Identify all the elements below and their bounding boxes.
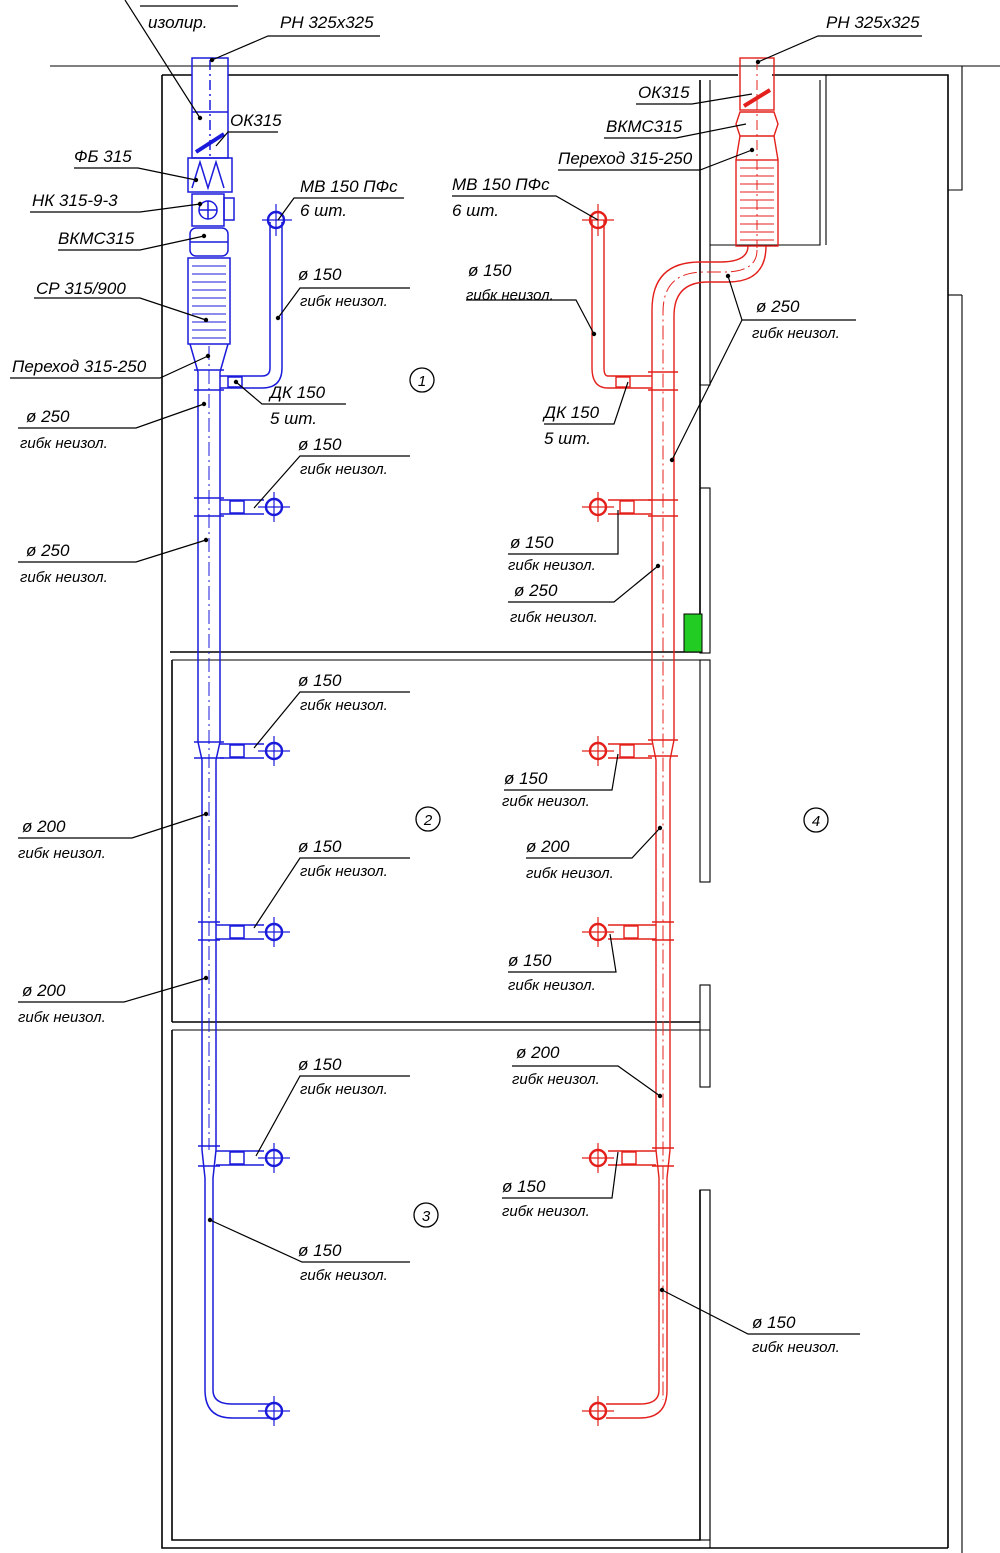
label-mv-left-qty: 6 шт. [300, 201, 347, 220]
label-perehod-left: Переход 315-250 [12, 357, 147, 376]
label-dk-left: ДК 150 [268, 383, 326, 402]
label-ok-left: ОК315 [230, 111, 282, 130]
label-d150-r4: ø 150 [508, 951, 552, 970]
label-gibk-r8: гибк неизол. [512, 1071, 600, 1088]
label-gibk-r1: гибк неизол. [466, 287, 554, 304]
label-d200-r2: ø 200 [516, 1043, 560, 1062]
label-d150-r2: ø 150 [510, 533, 554, 552]
label-gibk-r2: гибк неизол. [752, 325, 840, 342]
label-d200-r1: ø 200 [526, 837, 570, 856]
label-d150-e: ø 150 [298, 1055, 342, 1074]
label-rn-right: РН 325х325 [826, 13, 920, 32]
label-gibk-r9: гибк неизол. [502, 1203, 590, 1220]
label-d150-r3: ø 150 [504, 769, 548, 788]
room-2-marker: 2 [415, 806, 441, 832]
label-izolir: изолир. [148, 13, 207, 32]
label-gibk-h: гибк неизол. [300, 863, 388, 880]
label-rn-left: РН 325х325 [280, 13, 374, 32]
label-d250-r2: ø 250 [514, 581, 558, 600]
label-fb: ФБ 315 [74, 147, 132, 166]
room-4-marker: 4 [803, 807, 829, 833]
label-d150-r6: ø 150 [752, 1313, 796, 1332]
label-d250-r1: ø 250 [756, 297, 800, 316]
label-gibk-r7: гибк неизол. [508, 977, 596, 994]
label-vkmc-right: ВКМС315 [606, 117, 683, 136]
label-gibk-r6: гибк неизол. [526, 865, 614, 882]
label-gibk-j: гибк неизол. [300, 1267, 388, 1284]
leader-lines [10, 0, 922, 1335]
svg-text:4: 4 [812, 813, 820, 830]
exhaust-system [582, 57, 779, 1426]
room-3-marker: 3 [413, 1202, 439, 1228]
label-vkmc-left: ВКМС315 [58, 229, 135, 248]
label-gibk-a: гибк неизол. [20, 435, 108, 452]
room-1-marker: 1 [409, 367, 435, 393]
label-d150-c: ø 150 [298, 671, 342, 690]
label-gibk-g: гибк неизол. [300, 697, 388, 714]
label-gibk-d: гибк неизол. [18, 1009, 106, 1026]
label-gibk-r4: гибк неизол. [510, 609, 598, 626]
label-gibk-f: гибк неизол. [300, 461, 388, 478]
label-gibk-e: гибк неизол. [300, 293, 388, 310]
supply-system [187, 57, 292, 1426]
label-gibk-r3: гибк неизол. [508, 557, 596, 574]
label-d200-b: ø 200 [22, 981, 66, 1000]
svg-text:1: 1 [418, 373, 426, 390]
green-marker [683, 613, 703, 653]
label-nk: НК 315-9-3 [32, 191, 118, 210]
room-markers: 1 2 3 4 [409, 367, 829, 1228]
label-gibk-b: гибк неизол. [20, 569, 108, 586]
label-gibk-c: гибк неизол. [18, 845, 106, 862]
svg-text:2: 2 [423, 812, 433, 829]
walls [50, 65, 1000, 1553]
label-sr: СР 315/900 [36, 279, 126, 298]
label-dk-left-qty: 5 шт. [270, 409, 317, 428]
label-d200-a: ø 200 [22, 817, 66, 836]
label-mv-right-qty: 6 шт. [452, 201, 499, 220]
label-gibk-r5: гибк неизол. [502, 793, 590, 810]
label-dk-right-qty: 5 шт. [544, 429, 591, 448]
label-d150-d: ø 150 [298, 837, 342, 856]
label-gibk-r10: гибк неизол. [752, 1339, 840, 1356]
label-d150-r1: ø 150 [468, 261, 512, 280]
label-mv-left: МВ 150 ПФс [300, 177, 398, 196]
svg-text:3: 3 [422, 1208, 431, 1225]
label-d250-b: ø 250 [26, 541, 70, 560]
label-ok-right: ОК315 [638, 83, 690, 102]
label-d150-r5: ø 150 [502, 1177, 546, 1196]
label-mv-right: МВ 150 ПФс [452, 175, 550, 194]
label-d150-f: ø 150 [298, 1241, 342, 1260]
label-dk-right: ДК 150 [542, 403, 600, 422]
label-perehod-right: Переход 315-250 [558, 149, 693, 168]
label-d250-a: ø 250 [26, 407, 70, 426]
label-gibk-i: гибк неизол. [300, 1081, 388, 1098]
labels: изолир. РН 325х325 ОК315 ФБ 315 НК 315-9… [12, 13, 920, 1356]
label-d150-b: ø 150 [298, 435, 342, 454]
label-d150-a: ø 150 [298, 265, 342, 284]
